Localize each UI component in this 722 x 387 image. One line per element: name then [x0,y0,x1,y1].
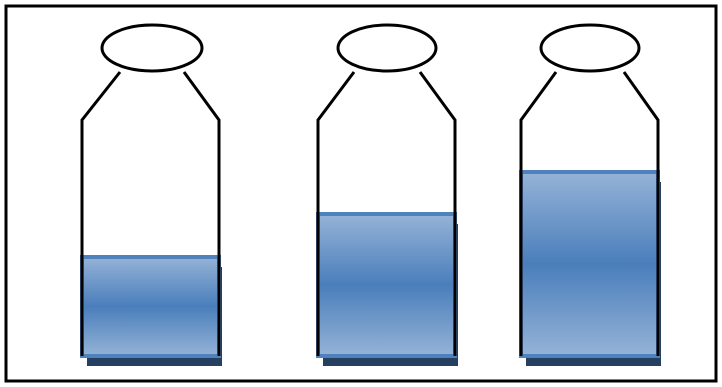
liquid-fill [82,257,219,356]
bottles-group [82,25,661,366]
bottle-cap [338,25,436,71]
bottle-1 [82,25,222,366]
bottle-cap [541,25,639,71]
bottle-2 [318,25,458,366]
liquid-fill [521,172,658,356]
bottle-3 [521,25,661,366]
liquid-fill [318,214,455,356]
bottle-cap [102,25,202,71]
